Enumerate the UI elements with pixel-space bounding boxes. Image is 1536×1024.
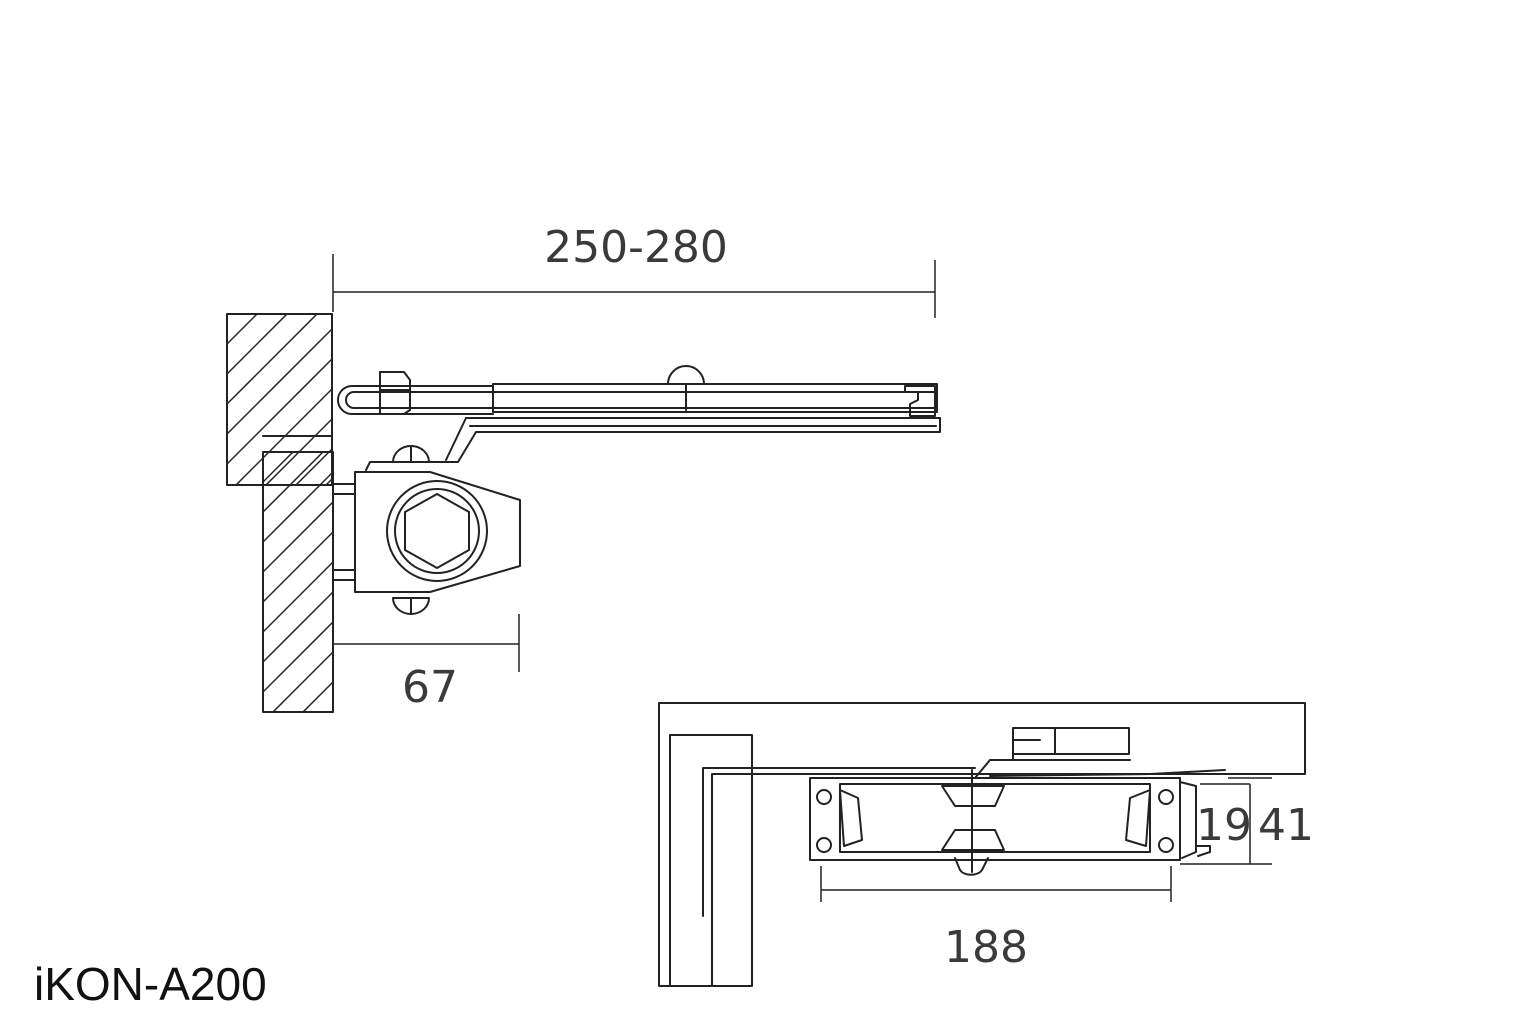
hex-spindle: [404, 493, 470, 569]
body-length-label: 188: [944, 922, 1028, 973]
dimension-heights: 19 41: [1180, 777, 1314, 865]
height-outer-label: 41: [1258, 800, 1314, 851]
hatch-line: [416, 314, 587, 485]
hatch-line: [235, 387, 332, 485]
hatch-line: [263, 470, 333, 544]
hatch-line: [446, 314, 617, 485]
hatch-line: [356, 314, 527, 485]
hatch-line: [513, 452, 773, 712]
side-view: 250-280: [226, 222, 941, 713]
frame-step: [262, 435, 333, 453]
dimension-body-depth: 67: [333, 614, 520, 713]
hatch-line: [265, 417, 332, 485]
frame-section-lower: [262, 451, 833, 713]
hatch-line: [227, 327, 332, 436]
hatch-line: [272, 650, 333, 712]
hatch-line: [483, 452, 743, 712]
hatch-line: [263, 452, 324, 514]
hatch-line: [543, 452, 803, 712]
plan-view: 19 41 188: [658, 702, 1314, 987]
frame-section-upper: [226, 313, 647, 486]
closer-body: [332, 445, 521, 615]
hatch-line: [263, 500, 333, 574]
dimension-arm-length: 250-280: [332, 222, 936, 318]
hatch-line: [263, 452, 264, 454]
hatch-line: [227, 314, 258, 346]
hatch-line: [263, 620, 333, 694]
hatch-line: [573, 452, 833, 712]
arm-length-label: 250-280: [544, 222, 728, 273]
dimension-body-length: 188: [820, 866, 1172, 973]
body-depth-label: 67: [402, 662, 458, 713]
hatch-line: [227, 314, 318, 406]
model-label: iKON-A200: [34, 958, 267, 1010]
door-leaf-section: [669, 734, 753, 987]
hatch-line: [476, 314, 647, 485]
hatch-line: [295, 447, 332, 485]
hatch-line: [227, 314, 288, 376]
closer-body-plan: [809, 769, 1211, 876]
hatch-line: [263, 530, 333, 604]
height-inner-label: 19: [1196, 800, 1252, 851]
closer-arm: [337, 365, 941, 471]
hatch-line: [263, 560, 333, 634]
hatch-line: [227, 314, 228, 316]
hatch-line: [227, 357, 332, 466]
hatch-line: [263, 452, 294, 484]
arm-bracket-plan: [974, 727, 1226, 779]
